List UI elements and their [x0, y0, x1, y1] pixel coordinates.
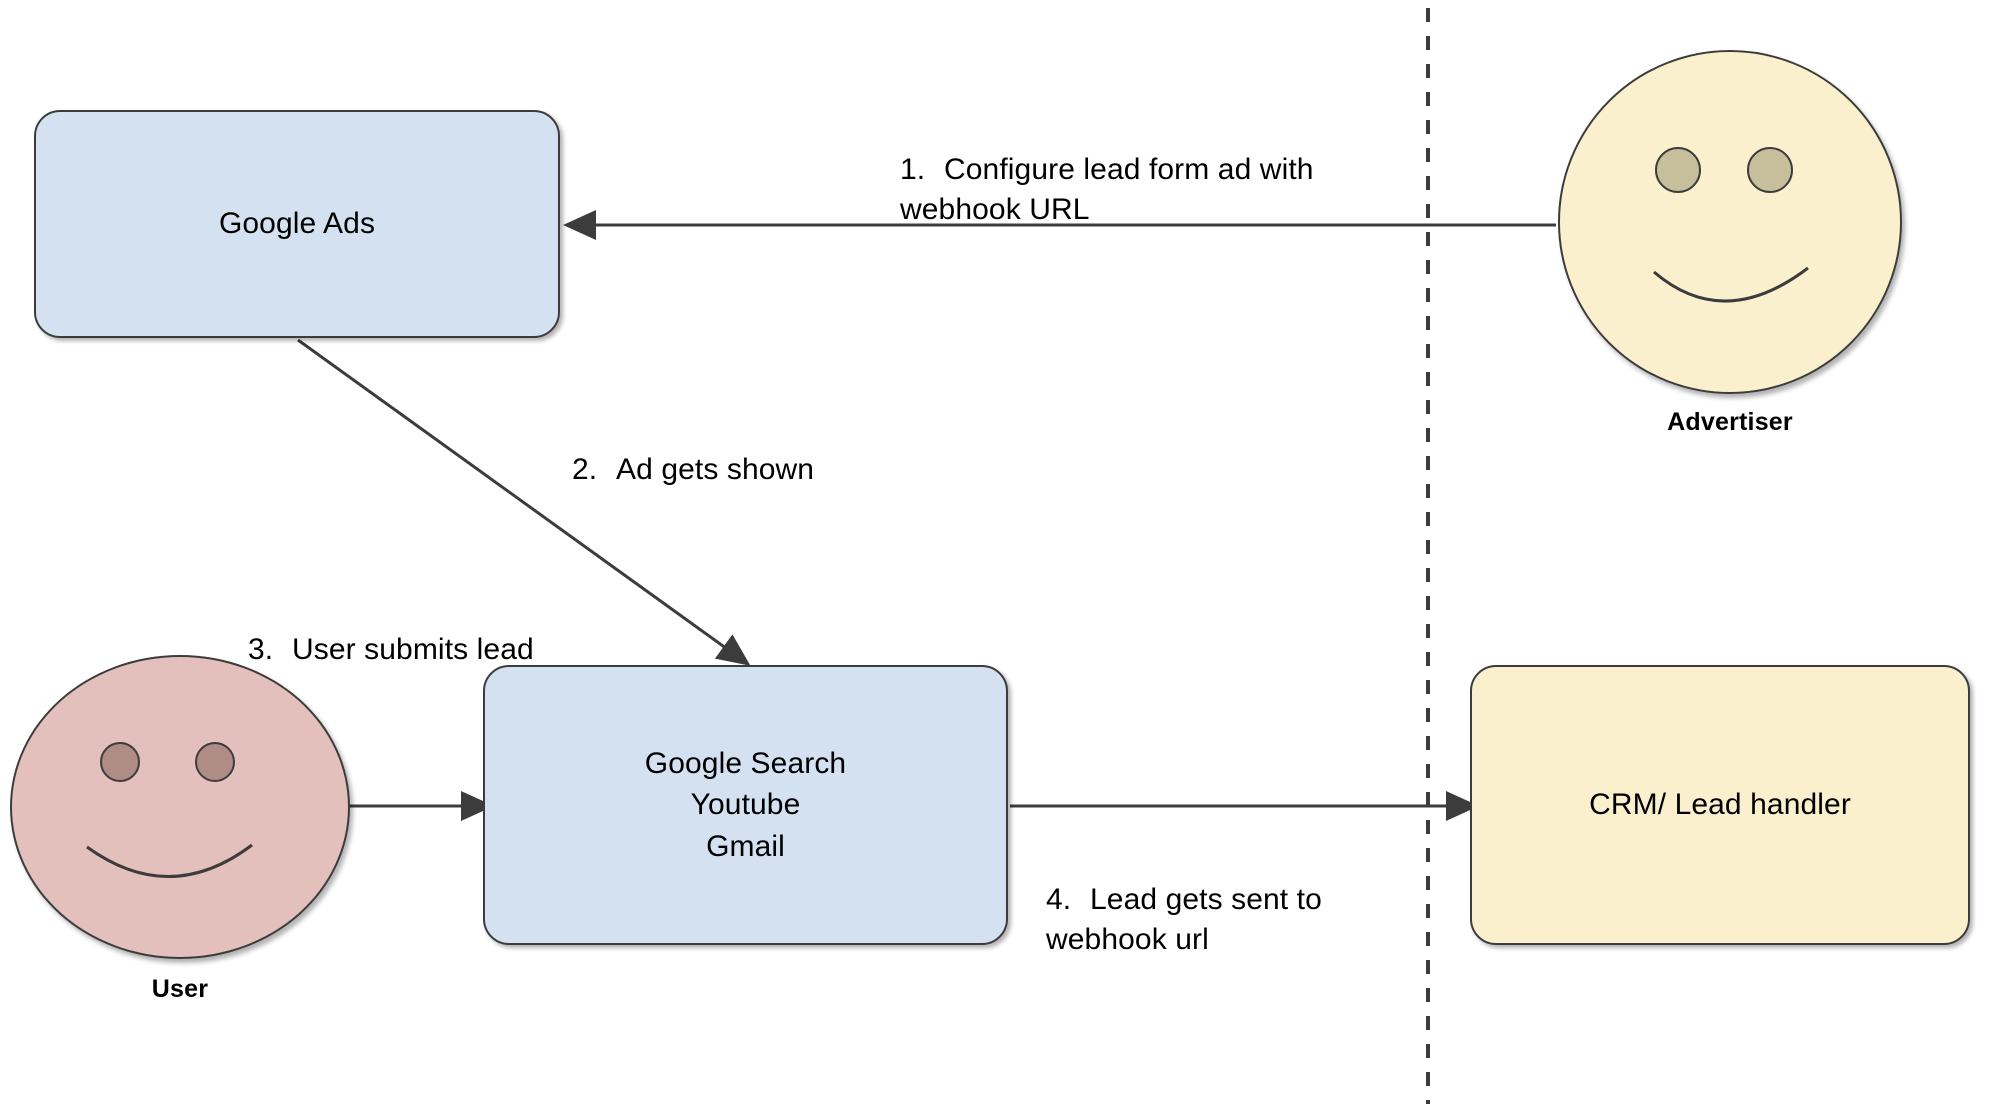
edge-caption-step-1-text: Configure lead form ad with webhook URL — [900, 152, 1314, 226]
advertiser-right-eye-icon — [1747, 147, 1793, 193]
edge-caption-step-2: 2. Ad gets shown — [572, 410, 992, 490]
actor-advertiser[interactable]: Advertiser — [1558, 50, 1902, 450]
node-google-ads[interactable]: Google Ads — [34, 110, 560, 338]
edge-caption-step-3-number: 3. — [248, 632, 274, 666]
actor-user-label: User — [151, 975, 209, 1003]
advertiser-smile-icon — [1653, 266, 1809, 303]
user-left-eye-icon — [100, 742, 140, 782]
edge-caption-step-4: 4.Lead gets sent to webhook url — [1046, 840, 1446, 960]
actor-user[interactable]: User — [10, 655, 350, 1055]
advertiser-left-eye-icon — [1655, 147, 1701, 193]
edge-caption-step-4-text: Lead gets sent to webhook url — [1046, 882, 1322, 956]
user-face-features — [86, 742, 253, 878]
node-google-surfaces[interactable]: Google Search Youtube Gmail — [483, 665, 1008, 945]
node-google-surfaces-label: Google Search Youtube Gmail — [644, 746, 847, 863]
advertiser-face-features — [1653, 147, 1809, 303]
edge-caption-step-2-text: Ad gets shown — [616, 452, 815, 486]
advertiser-face-circle — [1558, 50, 1902, 394]
user-face-circle — [10, 655, 350, 959]
edge-caption-step-4-number: 4. — [1046, 882, 1072, 916]
node-google-ads-label: Google Ads — [218, 207, 376, 241]
user-right-eye-icon — [195, 742, 235, 782]
edge-caption-step-3-text: User submits lead — [292, 632, 534, 666]
edge-caption-step-1: 1.Configure lead form ad with webhook UR… — [900, 110, 1420, 230]
edge-caption-step-2-number: 2. — [572, 452, 598, 486]
edge-caption-step-1-number: 1. — [900, 152, 926, 186]
node-crm-lead-handler[interactable]: CRM/ Lead handler — [1470, 665, 1970, 945]
actor-advertiser-label: Advertiser — [1667, 408, 1793, 436]
node-crm-lead-handler-label: CRM/ Lead handler — [1589, 788, 1851, 822]
edge-caption-step-3: 3. User submits lead — [248, 590, 668, 670]
user-smile-icon — [86, 843, 253, 878]
